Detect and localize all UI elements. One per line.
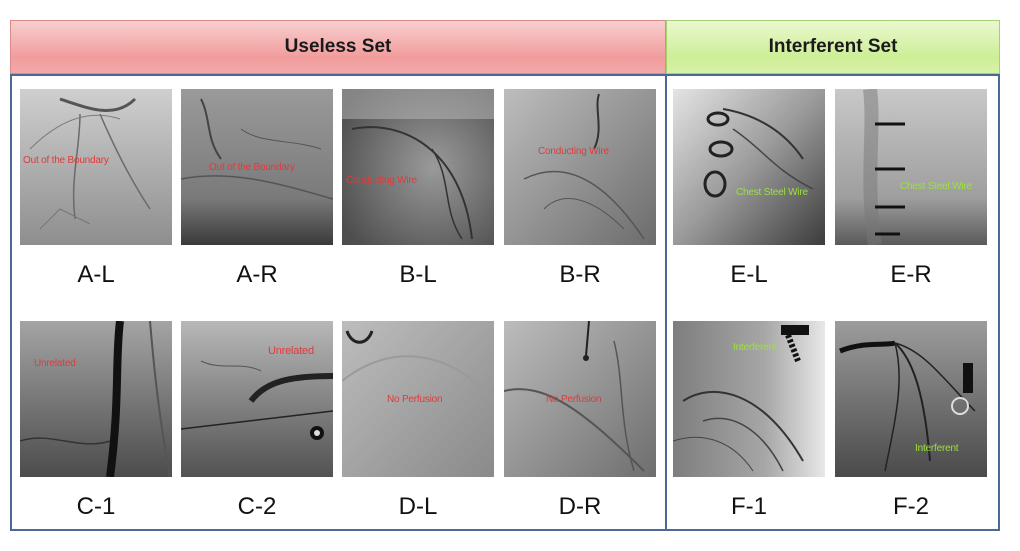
angiogram-image-f-1 (673, 321, 825, 477)
annotation-label: Out of the Boundary (209, 162, 295, 173)
angiogram-image-e-l (673, 89, 825, 245)
annotation-label: Unrelated (268, 345, 314, 357)
panel-caption: B-L (399, 261, 437, 288)
panel-caption: C-2 (237, 493, 277, 520)
panel-caption: B-R (559, 261, 601, 288)
annotation-label: Unrelated (34, 358, 76, 369)
annotation-label: Conducting Wire (538, 146, 609, 157)
angiogram-image-a-r (181, 89, 333, 245)
panel-caption: D-L (398, 493, 438, 520)
interferent-set-title: Interferent Set (768, 36, 898, 57)
annotation-label: No Perfusion (546, 394, 602, 405)
panel-caption: F-1 (731, 493, 767, 520)
annotation-label: Interferent (915, 443, 959, 454)
annotation-label: Out of the Boundary (23, 155, 109, 166)
angiogram-image-c-2 (181, 321, 333, 477)
interferent-set-header: Interferent Set (666, 20, 1000, 74)
annotation-label: Conducting Wire (346, 175, 417, 186)
angiogram-image-b-r (504, 89, 656, 245)
angiogram-image-e-r (835, 89, 987, 245)
panel-caption: E-R (890, 261, 932, 288)
panel-caption: E-L (730, 261, 768, 288)
annotation-label: Chest Steel Wire (900, 181, 972, 192)
annotation-label: Chest Steel Wire (736, 187, 808, 198)
angiogram-image-b-l (342, 89, 494, 245)
angiogram-image-d-l (342, 321, 494, 477)
panel-caption: F-2 (893, 493, 929, 520)
annotation-label: No Perfusion (387, 394, 443, 405)
angiogram-image-d-r (504, 321, 656, 477)
panel-caption: A-R (236, 261, 278, 288)
panel-caption: C-1 (76, 493, 116, 520)
panel-caption: D-R (558, 493, 602, 520)
angiogram-image-a-l (20, 89, 172, 245)
panel-caption: A-L (77, 261, 115, 288)
angiogram-image-f-2 (835, 321, 987, 477)
annotation-label: Interferent (733, 342, 777, 353)
angiogram-image-c-1 (20, 321, 172, 477)
useless-set-title: Useless Set (284, 36, 392, 57)
useless-set-header: Useless Set (10, 20, 666, 74)
interferent-set-panel (665, 74, 1000, 531)
